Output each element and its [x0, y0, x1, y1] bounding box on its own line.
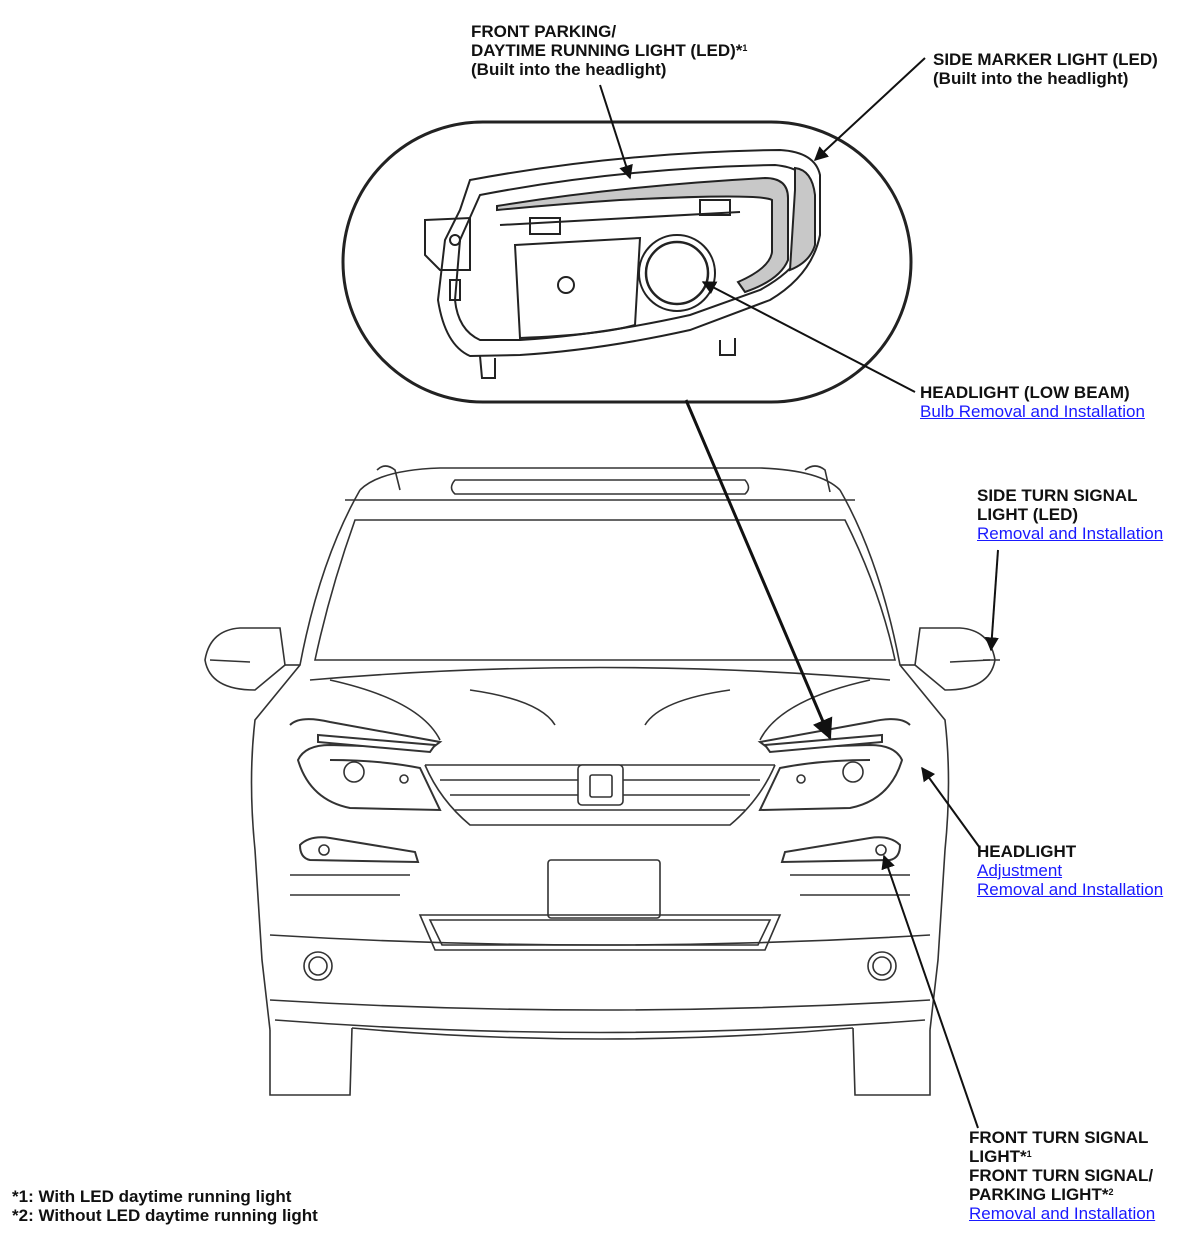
side-marker-line2: (Built into the headlight): [933, 69, 1129, 88]
side-turn-signal-label: SIDE TURN SIGNAL LIGHT (LED) Removal and…: [977, 486, 1163, 543]
headlight-removal-link[interactable]: Removal and Installation: [977, 880, 1164, 899]
low-beam-title: HEADLIGHT (LOW BEAM): [920, 383, 1130, 402]
side-turn-removal-link[interactable]: Removal and Installation: [977, 524, 1164, 543]
footnote-ref-1: 1: [742, 43, 748, 53]
low-beam-label: HEADLIGHT (LOW BEAM) Bulb Removal and In…: [920, 383, 1145, 421]
vehicle-outline: [204, 465, 1000, 1096]
front-turn-line1: FRONT TURN SIGNAL: [969, 1128, 1149, 1147]
front-turn-signal-label: FRONT TURN SIGNAL LIGHT*1 FRONT TURN SIG…: [969, 1128, 1155, 1223]
side-marker-line1: SIDE MARKER LIGHT (LED): [933, 50, 1158, 69]
front-parking-line3: (Built into the headlight): [471, 60, 667, 79]
front-turn-line2: LIGHT*: [969, 1147, 1027, 1166]
headlight-title: HEADLIGHT: [977, 842, 1077, 861]
bulb-removal-link[interactable]: Bulb Removal and Installation: [920, 402, 1145, 421]
footnote-ref-1b: 1: [1026, 1149, 1032, 1159]
headlight-detail-bubble: [341, 120, 913, 404]
front-turn-line4: PARKING LIGHT*: [969, 1185, 1109, 1204]
side-marker-label: SIDE MARKER LIGHT (LED) (Built into the …: [933, 50, 1158, 88]
headlight-adjustment-link[interactable]: Adjustment: [977, 861, 1063, 880]
front-turn-line3: FRONT TURN SIGNAL/: [969, 1166, 1154, 1185]
footnotes: *1: With LED daytime running light *2: W…: [12, 1187, 318, 1225]
footnote-1: *1: With LED daytime running light: [12, 1187, 292, 1206]
front-parking-drl-label: FRONT PARKING/ DAYTIME RUNNING LIGHT (LE…: [471, 22, 747, 79]
footnote-ref-2: 2: [1108, 1187, 1114, 1197]
front-turn-removal-link[interactable]: Removal and Installation: [969, 1204, 1156, 1223]
front-parking-line2: DAYTIME RUNNING LIGHT (LED)*: [471, 41, 743, 60]
front-parking-line1: FRONT PARKING/: [471, 22, 617, 41]
headlight-label: HEADLIGHT Adjustment Removal and Install…: [977, 842, 1163, 899]
footnote-2: *2: Without LED daytime running light: [12, 1206, 318, 1225]
side-turn-line1: SIDE TURN SIGNAL: [977, 486, 1138, 505]
side-turn-line2: LIGHT (LED): [977, 505, 1079, 524]
leader-lines: [599, 57, 999, 1129]
